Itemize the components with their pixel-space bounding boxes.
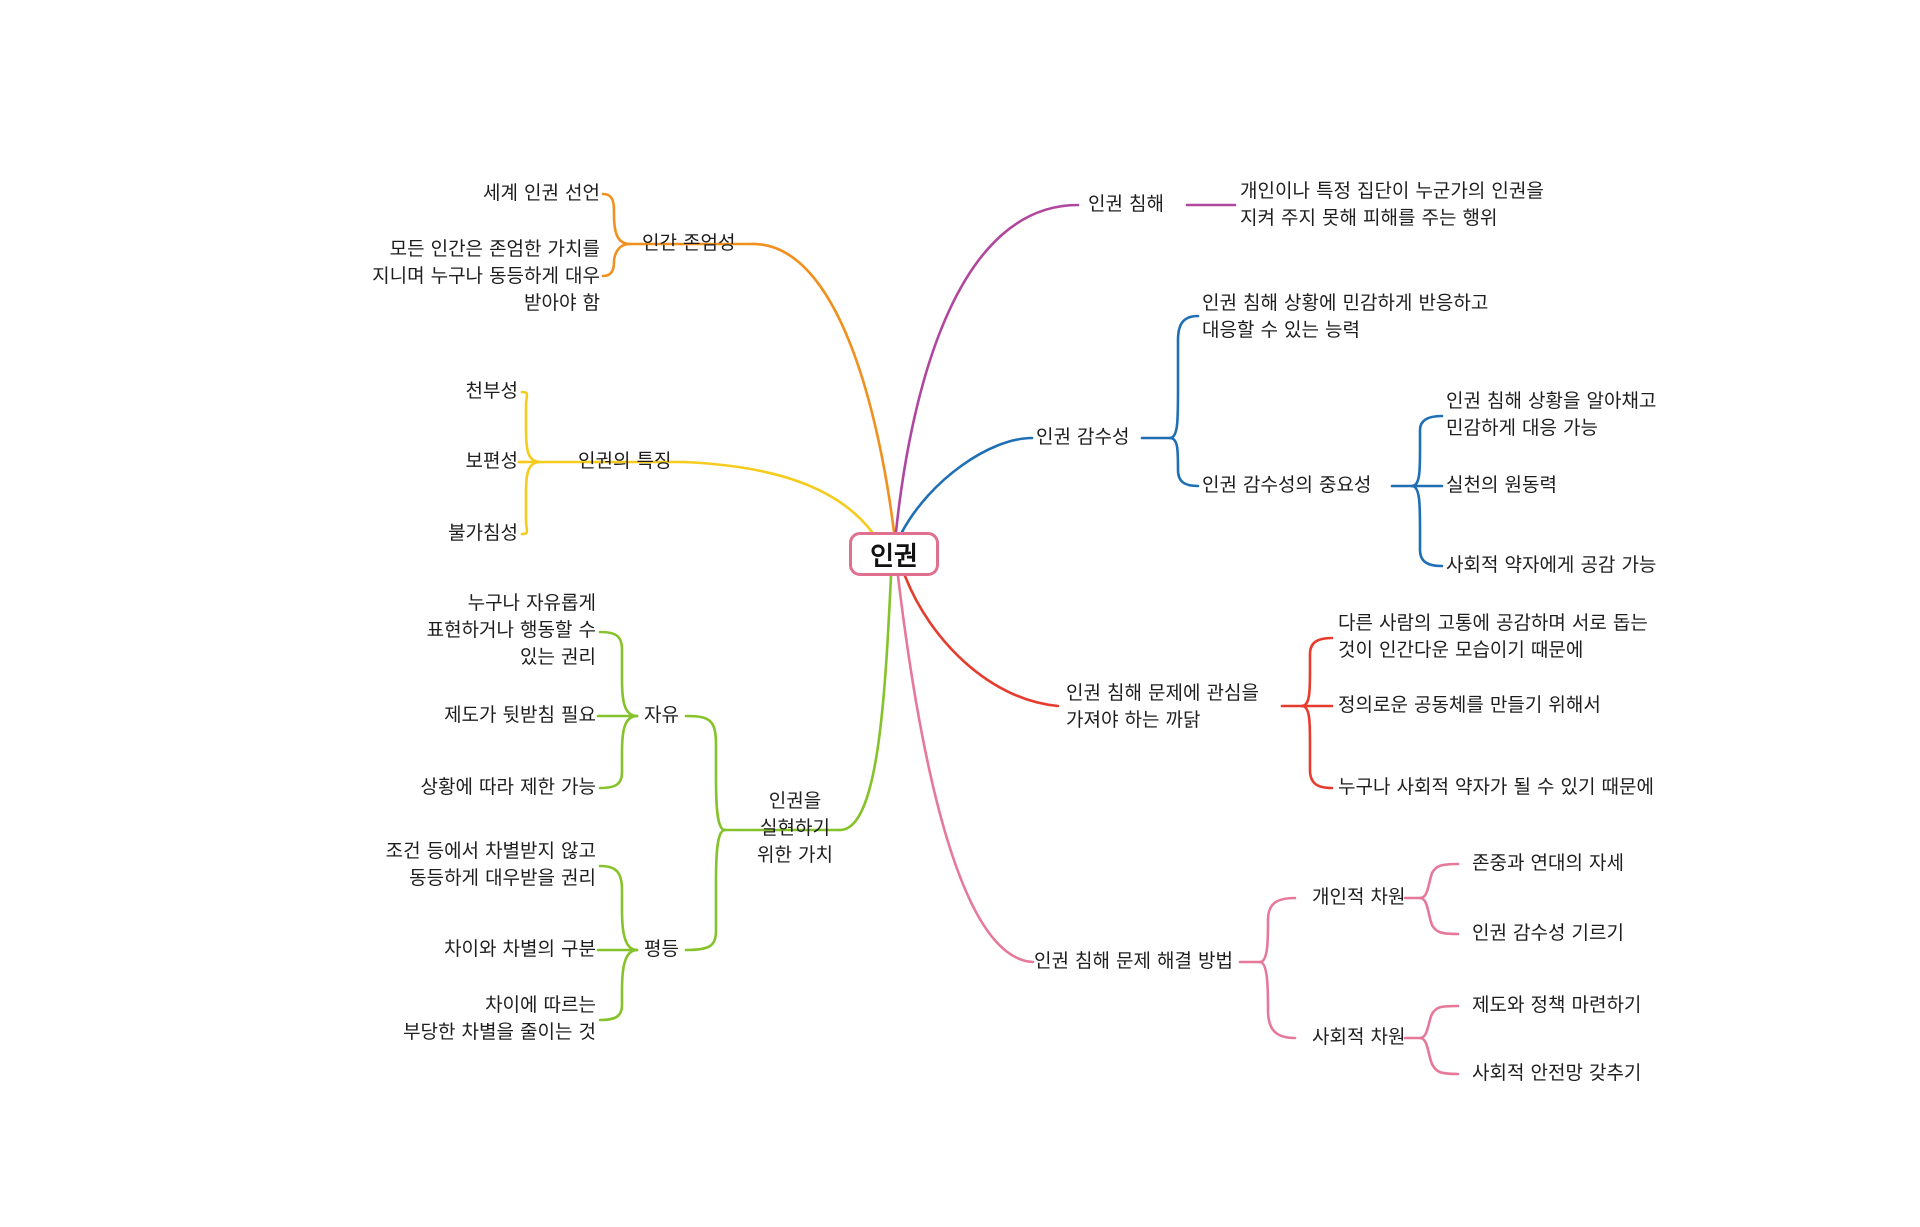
leaf-reduce-discrimination: 차이에 따르는 부당한 차별을 줄이는 것	[403, 994, 596, 1043]
node-features: 인권의 특징	[578, 450, 672, 472]
node-sensitivity: 인권 감수성	[1036, 426, 1130, 448]
node-values: 인권을 실현하기 위한 가치	[757, 790, 833, 866]
node-social-level: 사회적 차원	[1312, 1026, 1406, 1048]
bracket-sensitivity	[1140, 314, 1200, 488]
leaf-inviolable: 불가침성	[448, 522, 518, 544]
bracket-dignity	[601, 192, 752, 278]
bracket-social	[1403, 1004, 1460, 1076]
node-equality: 평등	[644, 938, 679, 960]
leaf-freedom-right: 누구나 자유롭게 표현하거나 행동할 수 있는 권리	[426, 592, 596, 668]
leaf-notice-respond: 인권 침해 상황을 알아채고 민감하게 대응 가능	[1446, 390, 1657, 439]
bracket-importance	[1390, 414, 1444, 568]
connector-solution	[896, 574, 1035, 964]
leaf-freedom-limit: 상황에 따라 제한 가능	[420, 776, 596, 798]
leaf-respect-solidarity: 존중과 연대의 자세	[1472, 852, 1624, 874]
leaf-freedom-system: 제도가 뒷받침 필요	[444, 704, 596, 726]
bracket-equality	[596, 864, 639, 1022]
node-concern-reason: 인권 침해 문제에 관심을 가져야 하는 까닭	[1066, 682, 1259, 731]
node-human-dignity: 인간 존엄성	[642, 232, 736, 254]
leaf-empathy-help: 다른 사람의 고통에 공감하며 서로 돕는 것이 인간다운 모습이기 때문에	[1338, 612, 1648, 661]
connector-features	[681, 460, 874, 534]
leaf-driving-force: 실천의 원동력	[1446, 474, 1557, 496]
leaf-difference-discrimination: 차이와 차별의 구분	[444, 938, 596, 960]
leaf-violation-desc: 개인이나 특정 집단이 누군가의 인권을 지켜 주지 못해 피해를 주는 행위	[1240, 180, 1544, 229]
leaf-innate: 천부성	[465, 380, 518, 402]
bracket-values	[684, 714, 842, 952]
bracket-concern	[1280, 636, 1334, 790]
connector-concern	[903, 574, 1060, 708]
leaf-just-community: 정의로운 공동체를 만들기 위해서	[1338, 694, 1601, 716]
leaf-universal: 보편성	[465, 450, 518, 472]
leaf-anyone-weak: 누구나 사회적 약자가 될 수 있기 때문에	[1338, 776, 1654, 798]
leaf-safety-net: 사회적 안전망 갖추기	[1472, 1062, 1642, 1084]
leaf-sensitivity-desc: 인권 침해 상황에 민감하게 반응하고 대응할 수 있는 능력	[1202, 292, 1489, 341]
node-freedom: 자유	[644, 704, 679, 726]
node-personal-level: 개인적 차원	[1312, 886, 1406, 908]
leaf-build-sensitivity: 인권 감수성 기르기	[1472, 922, 1624, 944]
leaf-udhr: 세계 인권 선언	[483, 182, 600, 204]
bracket-solution	[1238, 896, 1297, 1040]
node-solution: 인권 침해 문제 해결 방법	[1034, 950, 1233, 972]
connector-values	[838, 574, 893, 832]
bracket-personal	[1403, 862, 1460, 936]
bracket-freedom	[596, 630, 639, 790]
leaf-policy: 제도와 정책 마련하기	[1472, 994, 1642, 1016]
leaf-dignity-desc: 모든 인간은 존엄한 가치를 지니며 누구나 동등하게 대우 받아야 함	[372, 238, 600, 314]
connector-dignity	[748, 242, 896, 534]
bracket-features	[517, 390, 685, 536]
connector-sensitivity	[900, 436, 1034, 534]
node-sensitivity-importance: 인권 감수성의 중요성	[1202, 474, 1372, 496]
node-violation: 인권 침해	[1088, 193, 1164, 215]
connector-violation	[894, 203, 1080, 534]
leaf-equality-right: 조건 등에서 차별받지 않고 동등하게 대우받을 권리	[385, 840, 596, 889]
center-node: 인권	[849, 532, 939, 576]
leaf-empathy-weak: 사회적 약자에게 공감 가능	[1446, 554, 1657, 576]
